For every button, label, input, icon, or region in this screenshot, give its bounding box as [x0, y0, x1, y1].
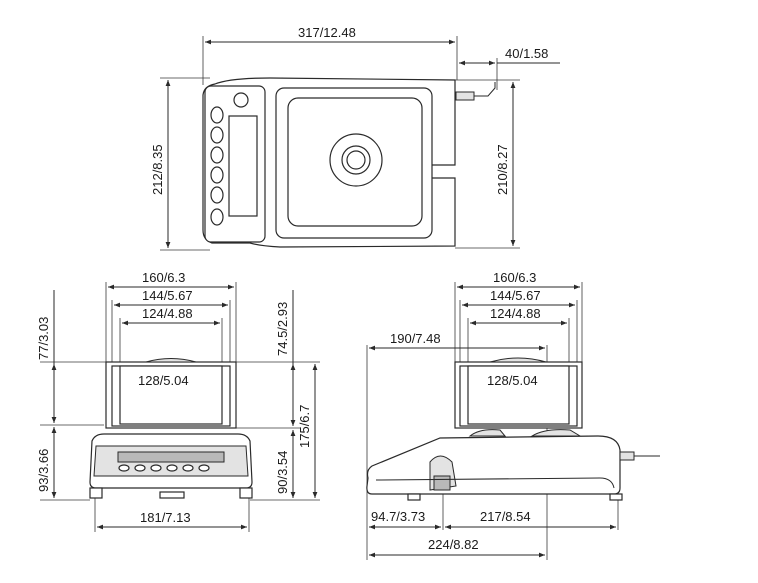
side-inner-width-label: 124/4.88 [490, 306, 541, 321]
top-view: 317/12.48 40/1.58 212/8.35 210/8.27 [150, 25, 560, 251]
front-total-height-label: 175/6.7 [297, 405, 312, 448]
weighing-pan-side [489, 357, 547, 363]
front-upper-height-left-label: 77/3.03 [36, 317, 51, 360]
front-pan-width-label: 128/5.04 [138, 373, 189, 388]
side-pan-width-label: 128/5.04 [487, 373, 538, 388]
front-inner-width-label: 124/4.88 [142, 306, 193, 321]
balance-base-side [366, 435, 621, 495]
display-window [228, 115, 258, 217]
front-base-width-label: 181/7.13 [140, 510, 191, 525]
side-mid-width-label: 144/5.67 [490, 288, 541, 303]
front-upper-height-right-label: 74.5/2.93 [275, 302, 290, 356]
front-outer-width-label: 160/6.3 [142, 270, 185, 285]
keypad-buttons [210, 106, 224, 226]
side-outer-width-label: 160/6.3 [493, 270, 536, 285]
power-button-icon [233, 92, 249, 108]
side-total-depth-label: 224/8.82 [428, 537, 479, 552]
top-connector-label: 40/1.58 [505, 46, 548, 61]
front-base-height-right-label: 90/3.54 [275, 451, 290, 494]
front-lower-height-left-label: 93/3.66 [36, 449, 51, 492]
display-front [117, 451, 225, 463]
front-view: 160/6.3 144/5.67 124/4.88 128/5.04 181/7… [36, 270, 320, 532]
front-mid-width-label: 144/5.67 [142, 288, 193, 303]
top-depth-right-label: 210/8.27 [495, 144, 510, 195]
side-connector [619, 451, 635, 461]
connector-plug [455, 91, 475, 101]
weighing-pan-front [145, 358, 197, 363]
side-rear-depth-label: 217/8.54 [480, 509, 531, 524]
side-view: 160/6.3 144/5.67 124/4.88 128/5.04 190/7… [366, 270, 660, 560]
side-front-depth-label: 94.7/3.73 [371, 509, 425, 524]
top-depth-left-label: 212/8.35 [150, 144, 165, 195]
front-keypad [118, 464, 210, 472]
top-width-label: 317/12.48 [298, 25, 356, 40]
side-front-offset-label: 190/7.48 [390, 331, 441, 346]
